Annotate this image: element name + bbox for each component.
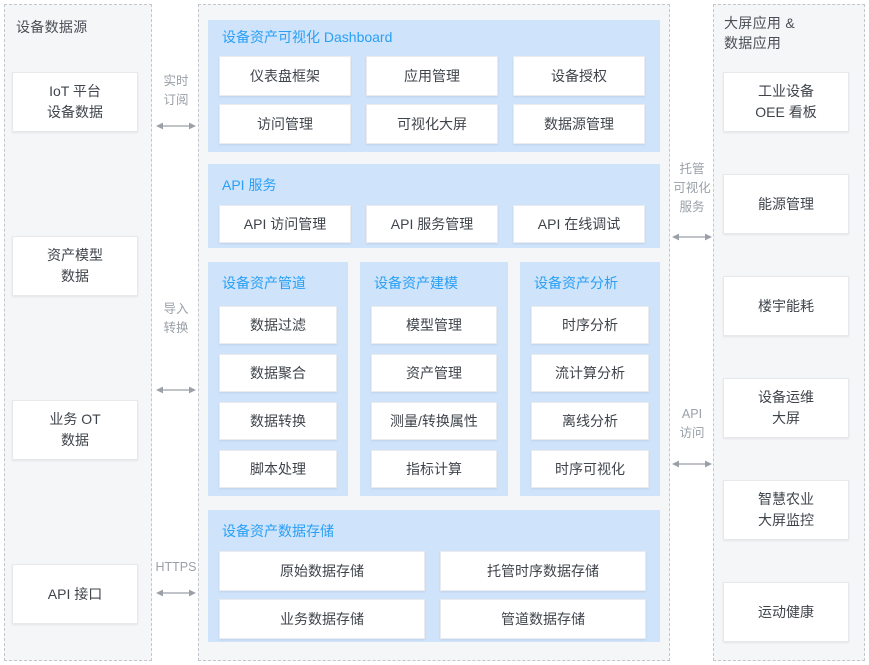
connector-label-api-access: API 访问 bbox=[679, 407, 705, 440]
panel-pipeline-title: 设备资产管道 bbox=[222, 275, 306, 291]
connector-arrow-api-access bbox=[672, 460, 712, 468]
panel-api-service-title: API 服务 bbox=[222, 177, 277, 193]
panel-dashboard-item-3[interactable]: 访问管理 bbox=[219, 104, 351, 144]
source-card-asset-model[interactable]: 资产模型 数据 bbox=[12, 236, 138, 296]
panel-modeling-item-2[interactable]: 测量/转换属性 bbox=[371, 402, 497, 440]
zone-screen-and-data-applications-title: 大屏应用 & 数据应用 bbox=[724, 15, 796, 51]
connector-arrow-https bbox=[156, 589, 196, 597]
panel-storage-item-2[interactable]: 业务数据存储 bbox=[219, 599, 425, 639]
source-card-iot-platform[interactable]: IoT 平台 设备数据 bbox=[12, 72, 138, 132]
panel-dashboard-item-5[interactable]: 数据源管理 bbox=[513, 104, 645, 144]
app-card-sports-health[interactable]: 运动健康 bbox=[723, 582, 849, 642]
connector-arrow-realtime-subscribe bbox=[156, 122, 196, 130]
connector-label-https: HTTPS bbox=[155, 560, 197, 574]
connector-arrow-import-transform bbox=[156, 386, 196, 394]
app-card-industrial-oee-board[interactable]: 工业设备 OEE 看板 bbox=[723, 72, 849, 132]
panel-analysis-item-3[interactable]: 时序可视化 bbox=[531, 450, 649, 488]
panel-analysis-item-0[interactable]: 时序分析 bbox=[531, 306, 649, 344]
panel-modeling-item-0[interactable]: 模型管理 bbox=[371, 306, 497, 344]
panel-modeling-title: 设备资产建模 bbox=[374, 275, 458, 291]
app-card-building-energy-consumption[interactable]: 楼宇能耗 bbox=[723, 276, 849, 336]
panel-analysis-title: 设备资产分析 bbox=[534, 275, 618, 291]
panel-analysis-item-1[interactable]: 流计算分析 bbox=[531, 354, 649, 392]
app-card-device-ops-large-screen[interactable]: 设备运维 大屏 bbox=[723, 378, 849, 438]
connector-arrow-hosted-visualization-service bbox=[672, 233, 712, 241]
panel-storage-item-1[interactable]: 托管时序数据存储 bbox=[440, 551, 646, 591]
panel-api-service-item-0[interactable]: API 访问管理 bbox=[219, 205, 351, 243]
panel-analysis-item-2[interactable]: 离线分析 bbox=[531, 402, 649, 440]
panel-dashboard-item-4[interactable]: 可视化大屏 bbox=[366, 104, 498, 144]
panel-modeling-item-1[interactable]: 资产管理 bbox=[371, 354, 497, 392]
panel-storage-item-0[interactable]: 原始数据存储 bbox=[219, 551, 425, 591]
source-card-api-interface[interactable]: API 接口 bbox=[12, 564, 138, 624]
panel-modeling-item-3[interactable]: 指标计算 bbox=[371, 450, 497, 488]
panel-dashboard-item-1[interactable]: 应用管理 bbox=[366, 56, 498, 96]
app-card-smart-agriculture-monitoring[interactable]: 智慧农业 大屏监控 bbox=[723, 480, 849, 540]
panel-pipeline-item-0[interactable]: 数据过滤 bbox=[219, 306, 337, 344]
app-card-energy-management[interactable]: 能源管理 bbox=[723, 174, 849, 234]
panel-dashboard-title: 设备资产可视化 Dashboard bbox=[222, 29, 393, 45]
panel-pipeline-item-1[interactable]: 数据聚合 bbox=[219, 354, 337, 392]
connector-label-import-transform: 导入 转换 bbox=[163, 302, 189, 335]
panel-pipeline-item-2[interactable]: 数据转换 bbox=[219, 402, 337, 440]
panel-storage-item-3[interactable]: 管道数据存储 bbox=[440, 599, 646, 639]
zone-device-data-source-title: 设备数据源 bbox=[16, 19, 88, 35]
panel-api-service-item-1[interactable]: API 服务管理 bbox=[366, 205, 498, 243]
panel-storage-title: 设备资产数据存储 bbox=[222, 523, 334, 539]
panel-pipeline-item-3[interactable]: 脚本处理 bbox=[219, 450, 337, 488]
panel-dashboard-item-0[interactable]: 仪表盘框架 bbox=[219, 56, 351, 96]
panel-dashboard-item-2[interactable]: 设备授权 bbox=[513, 56, 645, 96]
connector-label-realtime-subscribe: 实时 订阅 bbox=[163, 74, 189, 107]
connector-label-hosted-visualization-service: 托管 可视化 服务 bbox=[673, 162, 711, 214]
panel-api-service-item-2[interactable]: API 在线调试 bbox=[513, 205, 645, 243]
source-card-business-ot[interactable]: 业务 OT 数据 bbox=[12, 400, 138, 460]
